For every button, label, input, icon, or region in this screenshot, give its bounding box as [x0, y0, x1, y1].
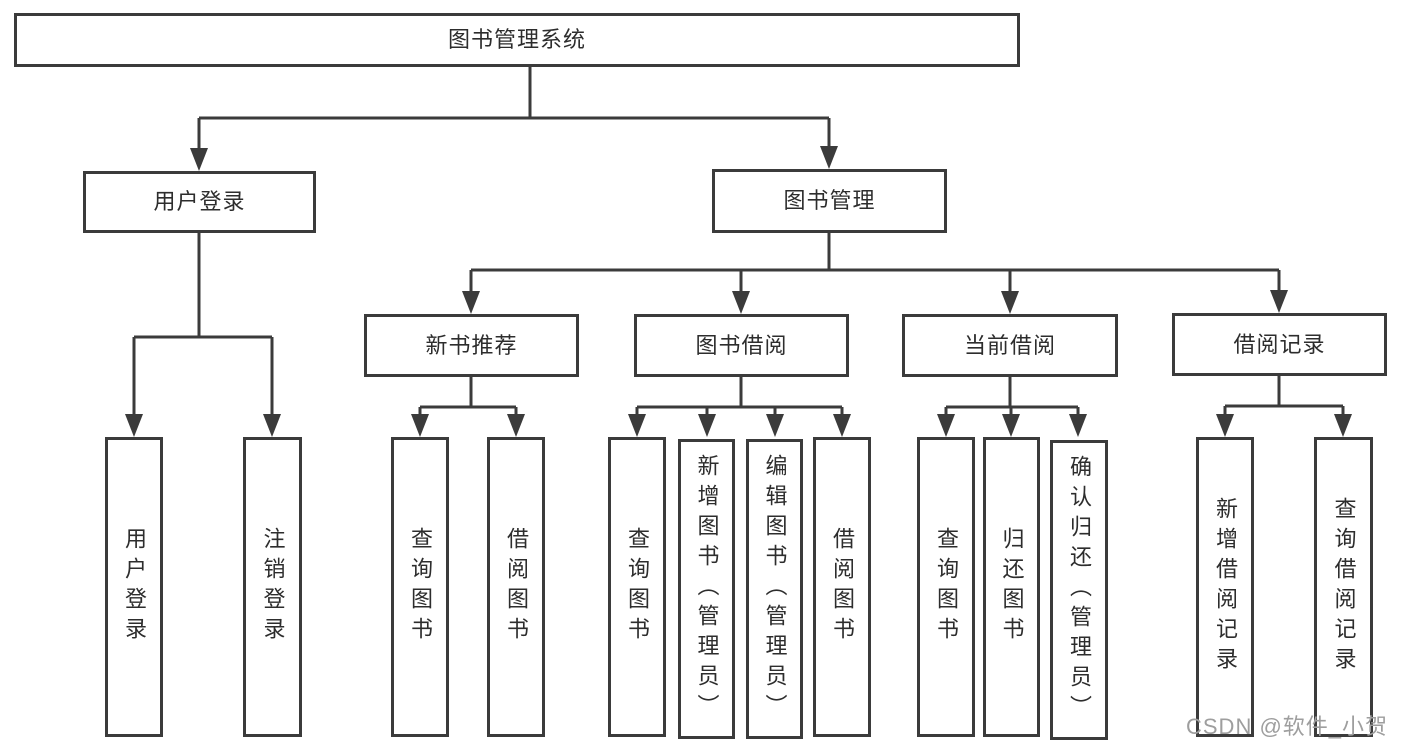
- arrowhead: [628, 414, 646, 437]
- leaf-borrow-books-2: 借阅图书: [813, 437, 871, 737]
- arrowhead: [462, 291, 480, 314]
- node-borrowing-records: 借阅记录: [1172, 313, 1387, 376]
- connector-new-book-children: [418, 377, 518, 418]
- arrowheads: [125, 146, 1352, 437]
- arrowhead: [820, 146, 838, 169]
- leaf-confirm-return-admin: 确认归还（管理员）: [1050, 440, 1108, 740]
- arrowhead: [1002, 414, 1020, 437]
- arrowhead: [507, 414, 525, 437]
- leaf-query-books-2: 查询图书: [608, 437, 666, 737]
- connector-book-borrow-children: [635, 377, 844, 418]
- arrowhead: [190, 148, 208, 171]
- leaf-add-borrow-record: 新增借阅记录: [1196, 437, 1254, 737]
- connector-borrow-record-children: [1223, 376, 1345, 418]
- leaf-query-books-3: 查询图书: [917, 437, 975, 737]
- arrowhead: [1334, 414, 1352, 437]
- leaf-borrow-books-1: 借阅图书: [487, 437, 545, 737]
- leaf-add-book-admin: 新增图书（管理员）: [678, 439, 735, 739]
- connector-book-management-children: [469, 233, 1281, 293]
- arrowhead: [698, 414, 716, 437]
- arrowhead: [263, 414, 281, 437]
- node-book-management: 图书管理: [712, 169, 947, 233]
- arrowhead: [1216, 414, 1234, 437]
- arrowhead: [732, 291, 750, 314]
- arrowhead: [1270, 290, 1288, 313]
- connector-current-borrow-children: [944, 377, 1080, 418]
- node-current-borrowing: 当前借阅: [902, 314, 1118, 377]
- node-new-book-recommend: 新书推荐: [364, 314, 579, 377]
- arrowhead: [833, 414, 851, 437]
- arrowhead: [411, 414, 429, 437]
- leaf-logout-login: 注销登录: [243, 437, 302, 737]
- arrowhead: [1001, 291, 1019, 314]
- arrowhead: [937, 414, 955, 437]
- node-root: 图书管理系统: [14, 13, 1020, 67]
- leaf-edit-book-admin: 编辑图书（管理员）: [746, 439, 803, 739]
- leaf-user-login: 用户登录: [105, 437, 163, 737]
- node-book-borrowing: 图书借阅: [634, 314, 849, 377]
- node-user-login: 用户登录: [83, 171, 316, 233]
- leaf-return-books: 归还图书: [983, 437, 1040, 737]
- arrowhead: [125, 414, 143, 437]
- arrowhead: [1069, 414, 1087, 437]
- leaf-query-borrow-record: 查询借阅记录: [1314, 437, 1373, 737]
- leaf-query-books-1: 查询图书: [391, 437, 449, 737]
- connector-user-login-children: [132, 233, 274, 416]
- arrowhead: [766, 414, 784, 437]
- csdn-watermark: CSDN @软件_小贺同学: [1186, 714, 1389, 747]
- connector-root-to-level1: [197, 67, 831, 150]
